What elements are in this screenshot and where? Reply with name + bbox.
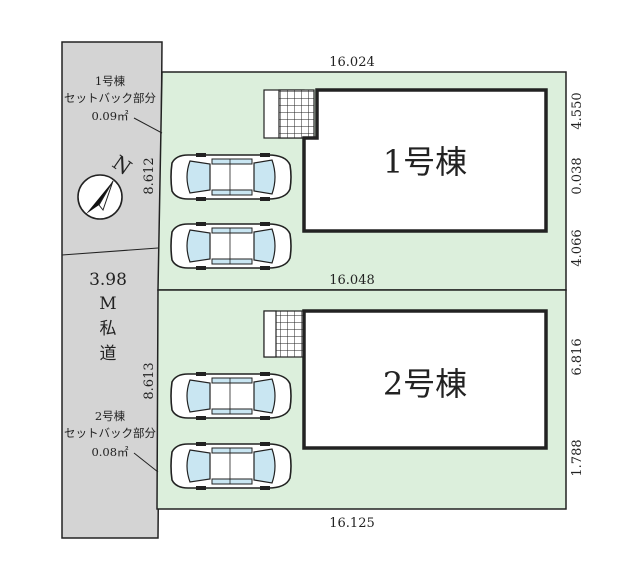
building-2-label: 2号棟: [383, 365, 467, 403]
dim-right-1: 4.550: [570, 92, 585, 129]
dim-left-lot1: 8.612: [142, 157, 157, 194]
car-icon: [170, 441, 292, 491]
building-2-stoop: [263, 310, 277, 358]
dim-bottom: 16.125: [329, 516, 375, 531]
building-2: [302, 309, 548, 450]
dim-middle: 16.048: [329, 273, 375, 288]
setback-1-leader: [133, 117, 163, 134]
dim-right-2: 0.038: [570, 157, 585, 194]
building-1-label: 1号棟: [383, 143, 467, 181]
setback-1-desc: セットバック部分: [64, 91, 156, 105]
road-type-2: 道: [100, 344, 117, 364]
setback-1-area: 0.09㎡: [91, 109, 129, 123]
dim-right-4: 6.816: [570, 338, 585, 375]
car-icon: [170, 152, 292, 202]
private-road: [61, 41, 163, 539]
dim-top: 16.024: [329, 55, 375, 70]
road-unit: M: [99, 294, 116, 314]
dim-left-lot2: 8.613: [142, 362, 157, 399]
road-center-line: [61, 247, 159, 256]
car-icon: [170, 221, 292, 271]
dim-right-5: 1.788: [570, 439, 585, 476]
setback-2-area: 0.08㎡: [91, 445, 129, 459]
car-icon: [170, 371, 292, 421]
building-1: [302, 88, 548, 233]
setback-2-leader: [133, 452, 159, 473]
dim-right-3: 4.066: [570, 229, 585, 266]
compass-icon: [77, 174, 123, 220]
building-1-deck: [278, 89, 315, 139]
road-type-1: 私: [100, 319, 117, 339]
setback-2-title: 2号棟: [95, 409, 126, 423]
road-width: 3.98: [89, 270, 127, 290]
setback-1-title: 1号棟: [95, 74, 126, 88]
setback-2-desc: セットバック部分: [64, 426, 156, 440]
